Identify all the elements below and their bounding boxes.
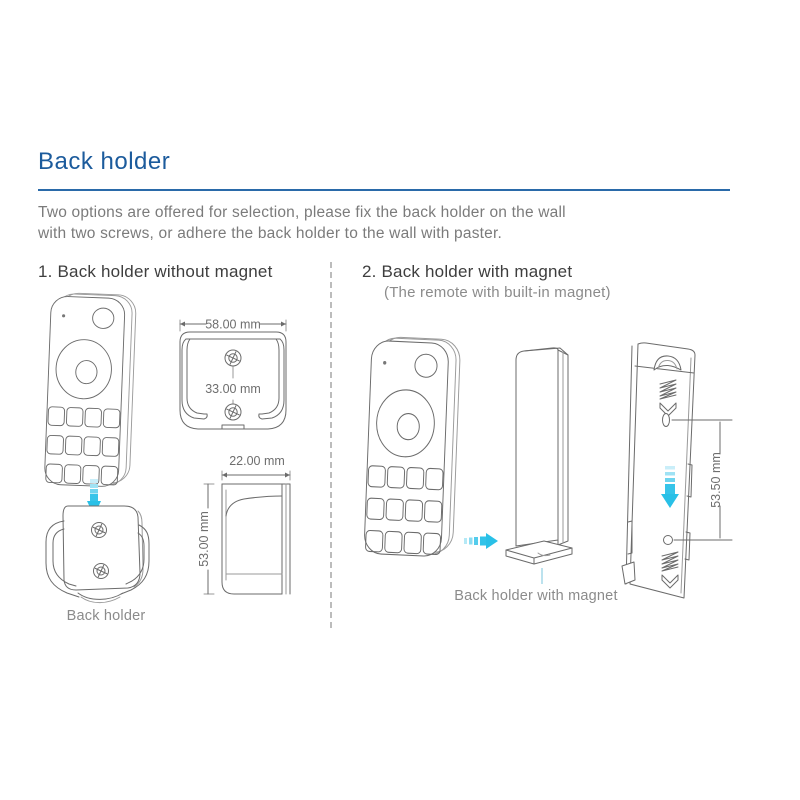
dim-hole-spacing-label: 33.00 mm <box>205 382 261 396</box>
back-holder-caption: Back holder <box>66 608 146 624</box>
page-title: Back holder <box>38 148 171 175</box>
down-arrow-icon-plate <box>661 466 679 508</box>
led-indicator <box>62 314 66 318</box>
title-divider <box>38 189 730 191</box>
section1-heading: 1. Back holder without magnet <box>38 262 273 281</box>
dim-width-label: 58.00 mm <box>205 318 261 332</box>
holder-front-view-drawing: 58.00 mm 33.00 mm <box>170 312 296 444</box>
dim-height-label: 53.00 mm <box>197 511 211 567</box>
dial-wheel <box>55 339 112 400</box>
screw-bottom <box>93 563 109 579</box>
magnet-holder-illustration <box>504 344 584 584</box>
screw-slot-bottom <box>663 535 673 545</box>
back-holder-3d-illustration <box>38 501 153 606</box>
intro-line-1: Two options are offered for selection, p… <box>38 204 566 221</box>
screw-slot-top <box>662 413 670 427</box>
dim-depth-label: 22.00 mm <box>229 454 285 468</box>
right-arrow-icon <box>464 532 500 550</box>
section2-heading: 2. Back holder with magnet <box>362 262 573 281</box>
intro-paragraph: Two options are offered for selection, p… <box>38 202 566 244</box>
intro-line-2: with two screws, or adhere the back hold… <box>38 225 502 242</box>
wall-plate-back-view-drawing: 53.50 mm <box>620 336 738 610</box>
spring-clip-top <box>659 379 677 417</box>
power-button <box>92 307 115 329</box>
keypad <box>365 465 444 555</box>
remote-illustration-right <box>364 336 464 568</box>
dial-wheel <box>376 389 435 458</box>
holder-side-view-drawing: 22.00 mm 53.00 mm <box>196 454 296 600</box>
magnet-holder-caption: Back holder with magnet <box>454 588 618 604</box>
spring-clip-bottom <box>661 551 679 589</box>
power-button <box>414 353 438 378</box>
dim-hole-spacing-label: 53.50 mm <box>709 452 723 508</box>
led-indicator <box>383 361 387 365</box>
screw-top <box>91 522 107 538</box>
screw-hole-top <box>224 349 242 367</box>
screw-hole-bottom <box>224 403 242 421</box>
plate-foot <box>621 561 636 585</box>
section2-subheading: (The remote with built-in magnet) <box>384 284 611 301</box>
section-divider <box>330 262 332 628</box>
remote-illustration-left <box>44 288 140 501</box>
